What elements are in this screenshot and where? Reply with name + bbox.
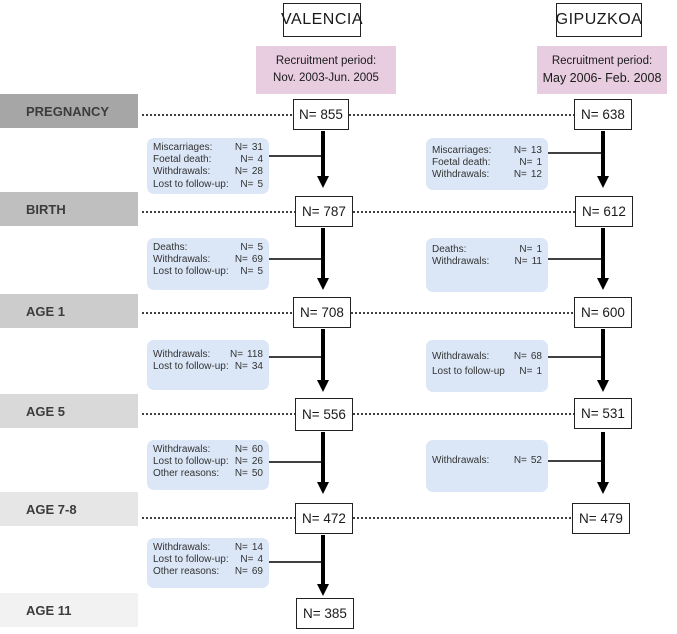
loss-row: Miscarriages:N=13 [432, 145, 542, 156]
count-box-gipuzkoa-age-7-8: N= 479 [572, 503, 630, 534]
loss-box-gipuzkoa-1: Miscarriages:N=13 Foetal death:N=1 Withd… [426, 138, 548, 190]
loss-row: Other reasons:N=50 [153, 468, 263, 480]
recruitment-period-label: Recruitment period: [551, 55, 653, 67]
count-box-valencia-age-11: N= 385 [296, 598, 354, 629]
loss-row: Withdrawals:N=28 [153, 166, 263, 178]
loss-row: Withdrawals:N=68 [432, 351, 542, 362]
stage-age-5: AGE 5 [0, 394, 138, 428]
loss-box-valencia-5: Withdrawals:N=14 Lost to follow-up:N=4 O… [147, 538, 269, 588]
count-box-valencia-pregnancy: N= 855 [293, 99, 349, 130]
count-box-valencia-birth: N= 787 [295, 196, 353, 227]
recruitment-period-label: Recruitment period: [275, 55, 377, 67]
loss-row: Lost to follow-up:N=5 [153, 266, 263, 278]
loss-box-gipuzkoa-4: Withdrawals:N=52 [426, 440, 548, 492]
loss-row: Withdrawals:N=52 [432, 455, 542, 466]
recruitment-period-dates: Nov. 2003-Jun. 2005 [273, 72, 379, 84]
recruitment-period-dates: May 2006- Feb. 2008 [542, 71, 662, 85]
loss-row: Other reasons:N=69 [153, 566, 263, 578]
count-box-valencia-age-5: N= 556 [295, 398, 353, 431]
count-box-gipuzkoa-age-1: N= 600 [574, 297, 632, 328]
stage-pregnancy: PREGNANCY [0, 94, 138, 128]
loss-row: Withdrawals:N=14 [153, 542, 263, 553]
count-box-valencia-age-1: N= 708 [293, 297, 351, 328]
loss-row: Foetal death:N=4 [153, 154, 263, 166]
count-box-gipuzkoa-birth: N= 612 [575, 196, 633, 227]
loss-row: Lost to follow-up:N=26 [153, 456, 263, 468]
count-box-gipuzkoa-age-5: N= 531 [574, 398, 632, 429]
loss-row: Foetal death:N=1 [432, 157, 542, 169]
loss-row: Lost to follow-up:N=4 [153, 554, 263, 566]
count-box-valencia-age-7-8: N= 472 [295, 503, 353, 534]
loss-row: Withdrawals:N=69 [153, 254, 263, 266]
cohort-header-valencia: VALENCIA [281, 3, 362, 37]
recruitment-period-gipuzkoa: Recruitment period: May 2006- Feb. 2008 [537, 46, 667, 94]
loss-row: Lost to follow-up:N=5 [153, 178, 263, 190]
loss-box-gipuzkoa-2: Deaths:N=1 Withdrawals:N=11 [426, 238, 548, 292]
cohort-header-gipuzkoa: GIPUZKOA [556, 3, 642, 37]
loss-box-valencia-1: Miscarriages:N=31 Foetal death:N=4 Withd… [147, 138, 269, 194]
stage-age-11: AGE 11 [0, 593, 138, 627]
loss-row: Withdrawals:N=118 [153, 349, 263, 360]
recruitment-period-valencia: Recruitment period: Nov. 2003-Jun. 2005 [256, 46, 396, 94]
stage-age-1: AGE 1 [0, 294, 138, 328]
loss-box-valencia-4: Withdrawals:N=60 Lost to follow-up:N=26 … [147, 440, 269, 490]
count-box-gipuzkoa-pregnancy: N= 638 [574, 99, 632, 130]
loss-row: Withdrawals:N=12 [432, 169, 542, 181]
loss-row: Deaths:N=5 [153, 242, 263, 253]
loss-row: Withdrawals:N=11 [432, 256, 542, 268]
loss-row: Withdrawals:N=60 [153, 444, 263, 455]
loss-box-valencia-2: Deaths:N=5 Withdrawals:N=69 Lost to foll… [147, 238, 269, 290]
loss-box-valencia-3: Withdrawals:N=118 Lost to follow-up:N=34 [147, 340, 269, 390]
stage-birth: BIRTH [0, 192, 138, 226]
loss-row: Miscarriages:N=31 [153, 142, 263, 153]
loss-row: Lost to follow-up:N=34 [153, 361, 263, 373]
loss-row: Deaths:N=1 [432, 244, 542, 255]
stage-age-7-8: AGE 7-8 [0, 492, 138, 526]
